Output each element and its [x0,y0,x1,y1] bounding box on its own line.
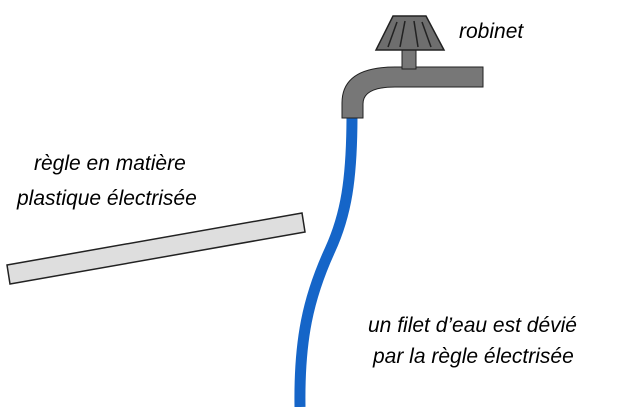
faucet-stem [401,49,417,70]
ruler [6,212,306,285]
water-label-line1: un filet d’eau est dévié [368,314,577,337]
faucet-label: robinet [459,20,524,43]
faucet-handle [374,15,446,51]
water-stream [294,113,358,407]
faucet-icon [341,15,484,119]
faucet-spout [341,66,484,119]
faucet-handle-ridges [387,20,432,48]
ruler-label-line2: plastique électrisée [16,187,197,210]
water-label-line2: par la règle électrisée [372,345,574,368]
ruler-label-line1: règle en matière [34,152,186,175]
